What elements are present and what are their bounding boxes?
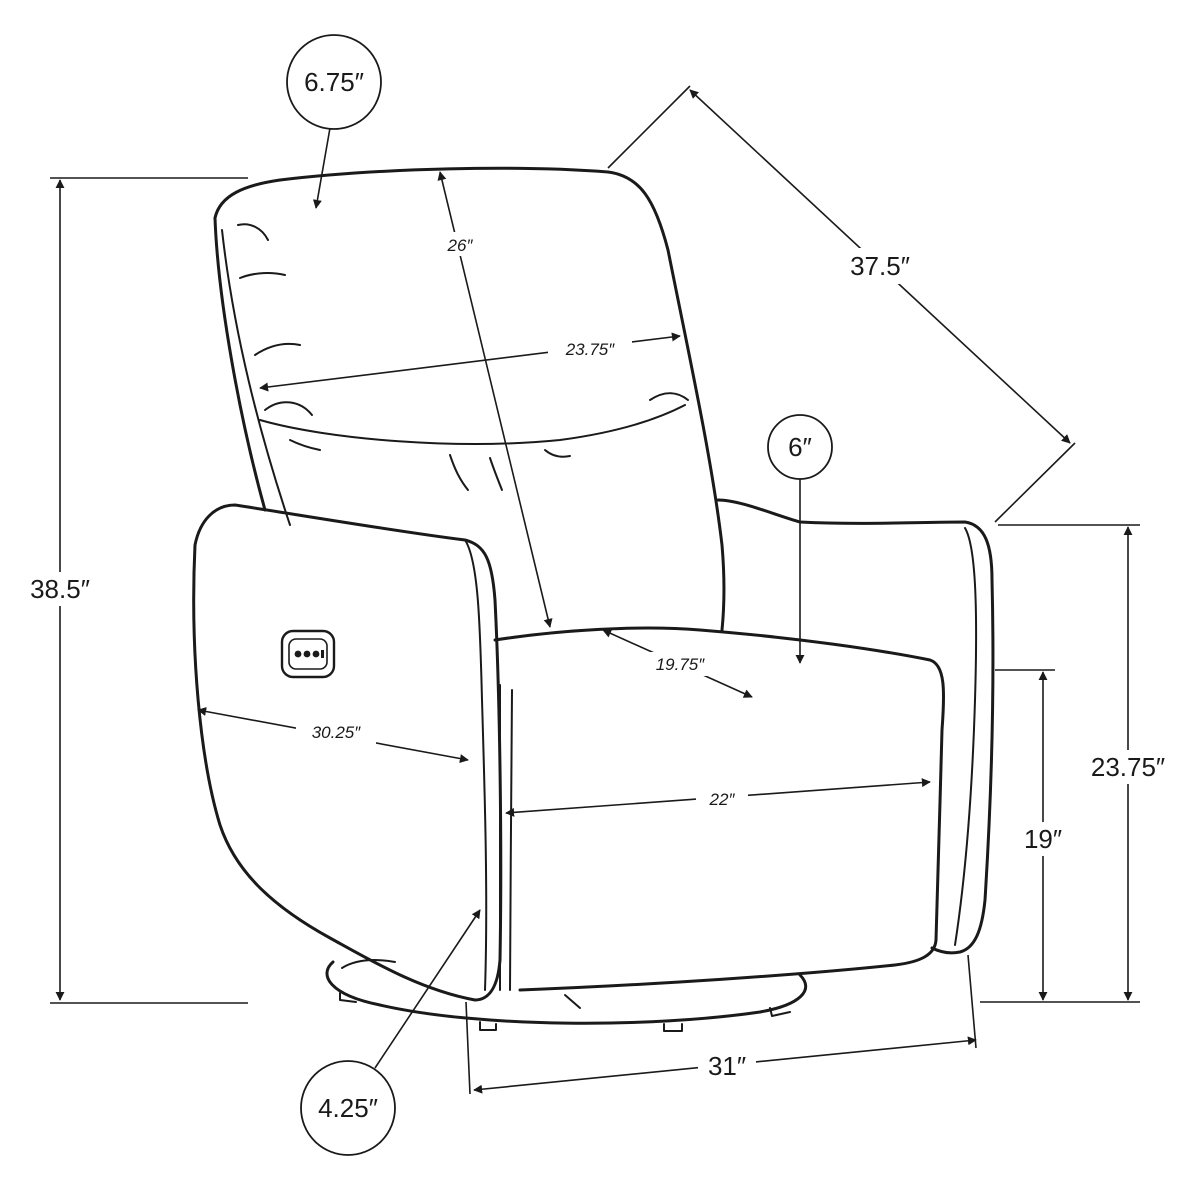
right-arm — [716, 498, 995, 955]
base-clearance-label: 4.25″ — [318, 1093, 378, 1123]
overall-width-label: 31″ — [708, 1051, 746, 1081]
left-arm — [192, 503, 503, 1002]
arm-width-label: 6″ — [788, 432, 812, 462]
arm-depth-label: 30.25″ — [312, 723, 362, 742]
callout-circles — [286, 34, 833, 1156]
arm-width-callout — [767, 414, 833, 480]
dimension-lines — [50, 85, 1140, 1095]
diagonal-depth-label: 37.5″ — [850, 251, 910, 281]
headrest-depth-label: 6.75″ — [304, 67, 364, 97]
back-cushion — [213, 166, 726, 632]
chair-outline — [192, 166, 995, 1032]
overall-height-label: 38.5″ — [30, 574, 90, 604]
base-clearance-callout — [300, 1060, 396, 1156]
headrest-depth-callout — [286, 34, 382, 130]
swivel-base — [325, 960, 808, 1025]
dimension-labels: 38.5″ 37.5″ 26″ 23.75″ 19.75″ 30.25″ 22″… — [4, 67, 1174, 1123]
seat-width-label: 22″ — [709, 790, 736, 809]
seat-depth-label: 19.75″ — [656, 655, 706, 674]
power-recline-buttons-icon[interactable] — [280, 629, 336, 679]
arm-height-label: 23.75″ — [1091, 752, 1165, 782]
back-height-label: 26″ — [447, 236, 474, 255]
back-width-label: 23.75″ — [565, 340, 616, 359]
seat-height-label: 19″ — [1024, 824, 1062, 854]
